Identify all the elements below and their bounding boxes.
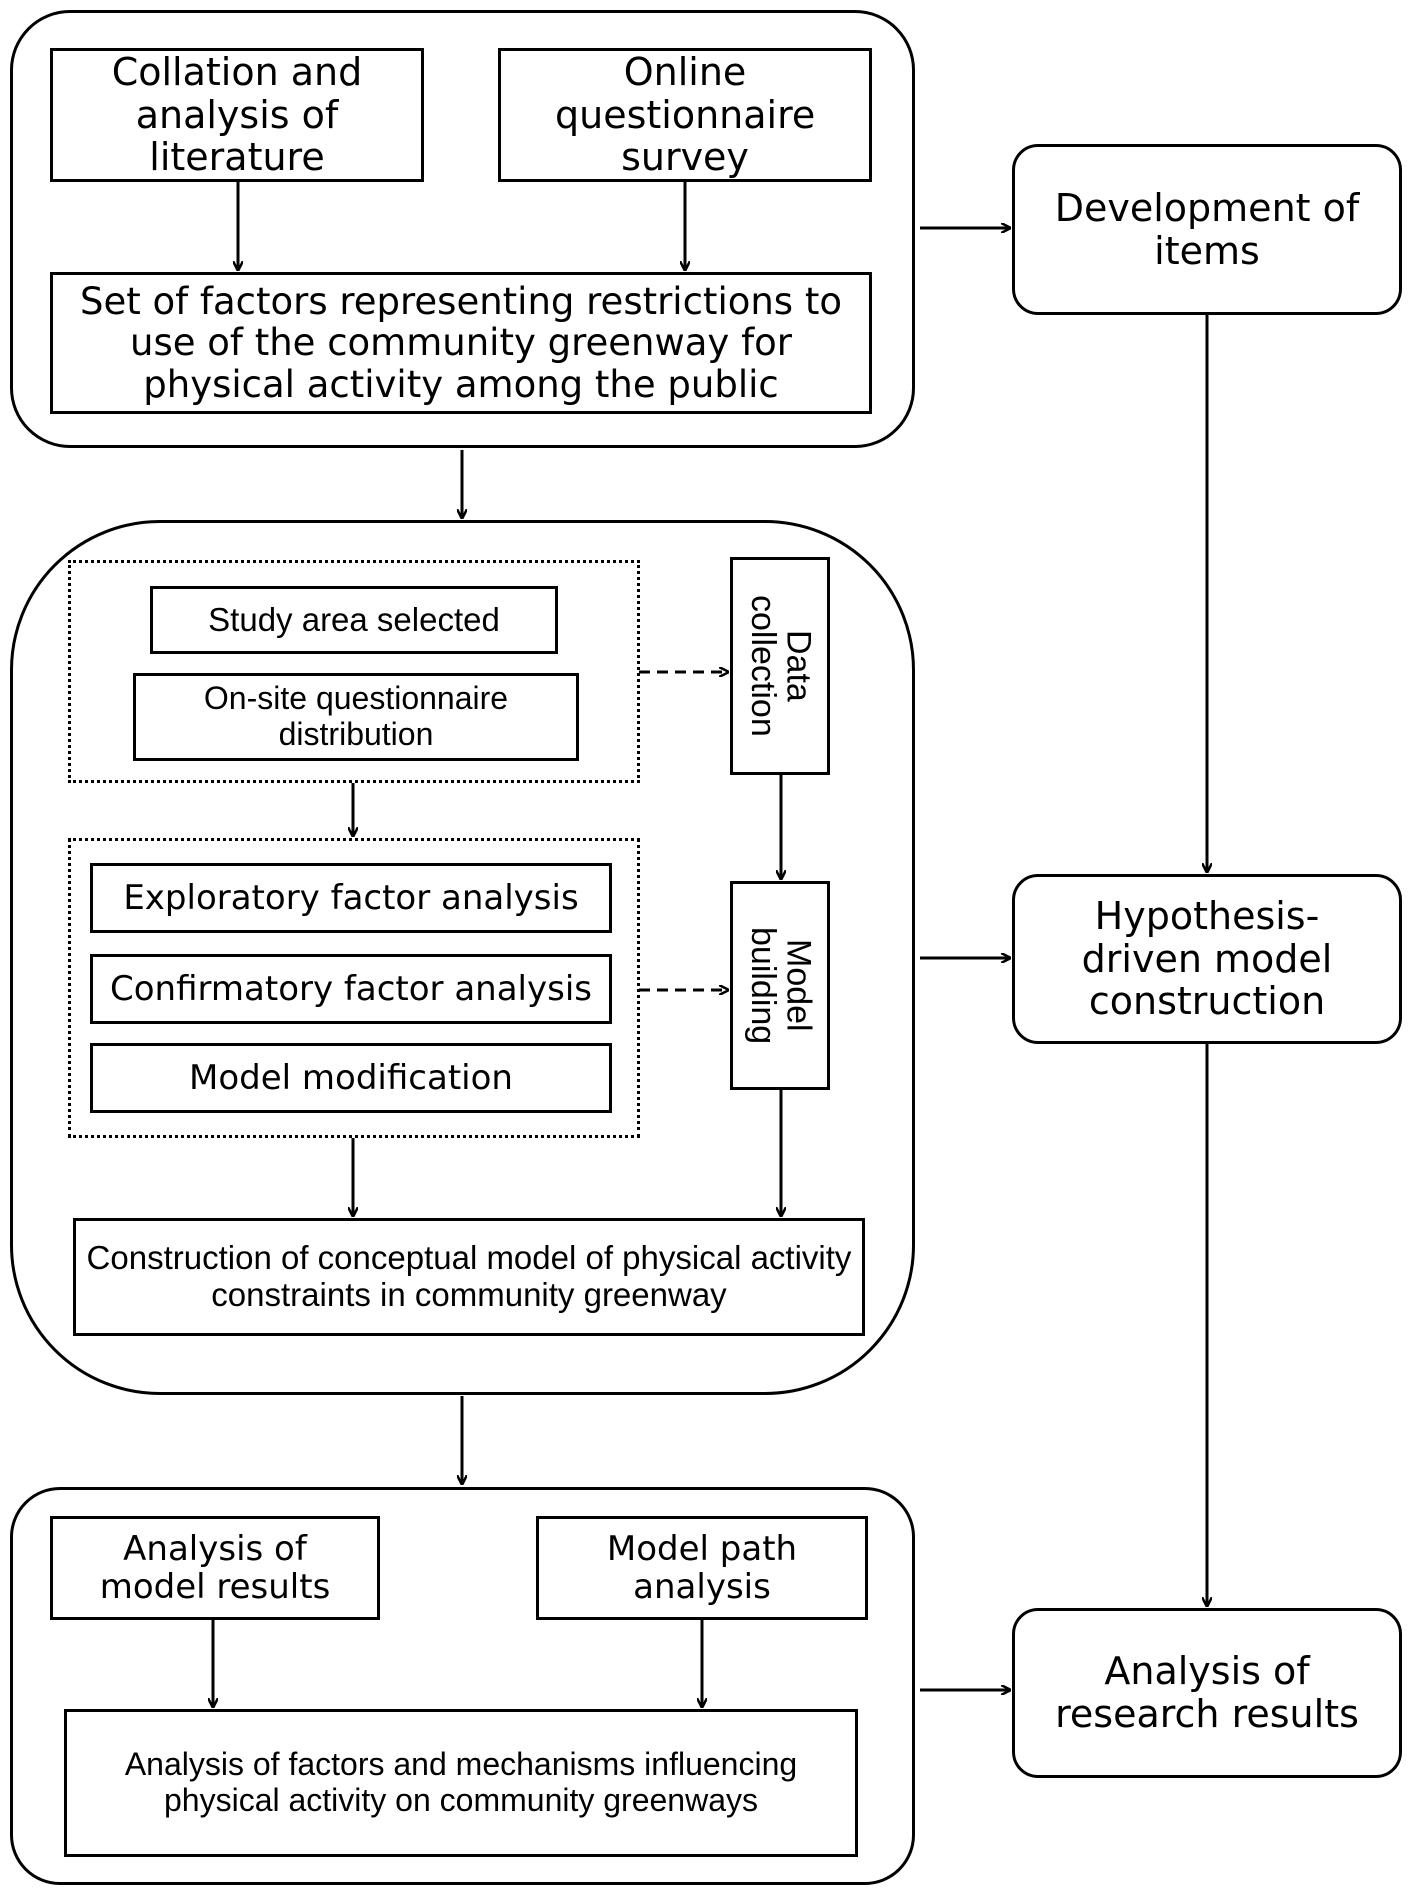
hypothesis-model-label: Hypothesis-driven model construction <box>1081 894 1333 1024</box>
study-area-dotted-group <box>68 560 640 783</box>
data-collection-label: Data collection <box>744 595 818 737</box>
factor-set-label: Set of factors representing restrictions… <box>79 279 842 406</box>
mechanisms-label: Analysis of factors and mechanisms influ… <box>124 1746 798 1818</box>
development-items-box: Development of items <box>1012 144 1402 315</box>
stage2-group <box>10 520 915 1395</box>
research-results-label: Analysis of research results <box>1055 1649 1359 1736</box>
online-survey-box: Online questionnaire survey <box>498 48 872 182</box>
model-results-box: Analysis of model results <box>50 1516 380 1620</box>
model-results-label: Analysis of model results <box>99 1528 331 1607</box>
onsite-distribution-label: On-site questionnaire distribution <box>203 680 509 752</box>
online-survey-label: Online questionnaire survey <box>555 50 816 180</box>
development-items-label: Development of items <box>1054 185 1360 273</box>
conceptual-model-box: Construction of conceptual model of phys… <box>73 1218 865 1336</box>
cfa-box: Confirmatory factor analysis <box>90 954 612 1024</box>
stage1-group <box>10 10 915 448</box>
study-area-box: Study area selected <box>150 586 558 654</box>
conceptual-model-label: Construction of conceptual model of phys… <box>86 1239 852 1313</box>
model-building-box: Model building <box>730 881 830 1090</box>
model-building-label: Model building <box>744 926 818 1045</box>
literature-analysis-label: Collation and analysis of literature <box>111 50 363 180</box>
path-analysis-box: Model path analysis <box>536 1516 868 1620</box>
model-modification-label: Model modification <box>189 1057 513 1098</box>
factor-set-box: Set of factors representing restrictions… <box>50 272 872 414</box>
efa-label: Exploratory factor analysis <box>123 877 579 918</box>
factor-analysis-dotted-group <box>68 838 640 1138</box>
literature-analysis-box: Collation and analysis of literature <box>50 48 424 182</box>
stage3-group <box>10 1487 915 1885</box>
onsite-distribution-box: On-site questionnaire distribution <box>133 673 579 761</box>
cfa-label: Confirmatory factor analysis <box>110 968 592 1009</box>
research-results-box: Analysis of research results <box>1012 1608 1402 1778</box>
data-collection-box: Data collection <box>730 557 830 775</box>
path-analysis-label: Model path analysis <box>606 1528 798 1607</box>
model-modification-box: Model modification <box>90 1043 612 1113</box>
study-area-label: Study area selected <box>208 600 500 638</box>
mechanisms-box: Analysis of factors and mechanisms influ… <box>64 1709 858 1857</box>
efa-box: Exploratory factor analysis <box>90 863 612 933</box>
hypothesis-model-box: Hypothesis-driven model construction <box>1012 874 1402 1044</box>
